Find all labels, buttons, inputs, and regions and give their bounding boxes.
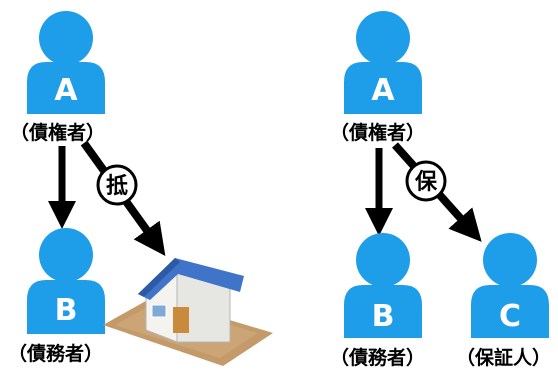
house-window [151, 304, 167, 318]
collateral-marker-text: 抵 [106, 174, 128, 199]
guarantee-marker: 保 [405, 160, 447, 202]
debtor-label: （債務者） [8, 342, 103, 365]
person-c: C [471, 233, 549, 338]
person-a-letter: A [54, 73, 78, 108]
person-a-right-head [356, 11, 410, 65]
collateral-marker-circle [96, 164, 138, 206]
right-diagram: A （債権者） 保 B （債務者） C （保証人） [330, 11, 551, 369]
person-b-right-head [356, 233, 410, 287]
person-a: A [27, 11, 105, 114]
person-b-right-letter: B [372, 299, 395, 334]
house-door [173, 307, 189, 333]
debtor-label-right: （債務者） [330, 346, 425, 369]
person-b-body [27, 280, 105, 334]
left-diagram: A （債権者） 抵 B （債務者） [8, 11, 273, 366]
person-a-right: A [344, 11, 422, 114]
collateral-marker: 抵 [96, 164, 138, 206]
person-b-right-body [344, 285, 422, 338]
person-b-letter: B [55, 293, 78, 328]
guarantor-label: （保証人） [456, 346, 551, 369]
person-c-body [471, 285, 549, 338]
guarantee-marker-text: 保 [414, 170, 438, 195]
person-a-body [27, 62, 105, 114]
person-a-right-body [344, 62, 422, 114]
person-a-right-letter: A [371, 73, 395, 108]
creditor-label: （債権者） [10, 121, 105, 144]
person-c-letter: C [499, 299, 521, 334]
person-a-head [39, 11, 93, 65]
guarantee-marker-circle [405, 160, 447, 202]
house-icon [103, 258, 273, 366]
person-c-head [483, 233, 537, 287]
person-b-head [39, 228, 93, 282]
creditor-label-right: （債権者） [330, 121, 425, 144]
person-b: B [27, 228, 105, 334]
person-b-right: B [344, 233, 422, 338]
house-roof-edge [138, 258, 180, 297]
